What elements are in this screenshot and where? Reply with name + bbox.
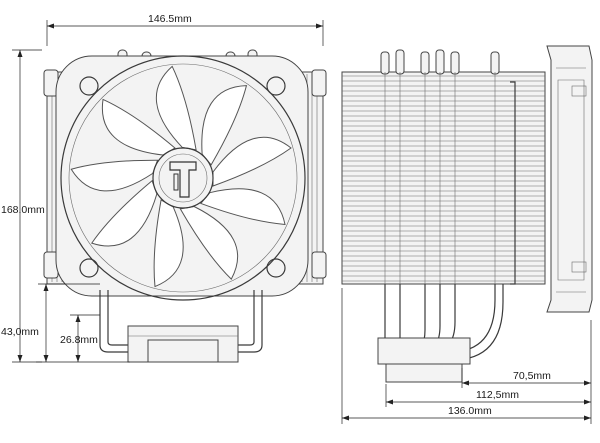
side-fin-stack	[341, 71, 546, 285]
fan-screw-br	[266, 258, 286, 278]
fan-blade	[212, 136, 292, 187]
base-height-label: 43,0mm	[1, 326, 39, 338]
fan-blade	[90, 179, 158, 247]
fan-screw-tr	[266, 76, 286, 96]
fan-clip-top-right	[311, 69, 327, 97]
dimension-lines	[12, 20, 592, 424]
side-heatpipe-tips	[380, 49, 500, 75]
side-view	[341, 45, 593, 383]
fan-clip-bottom-right	[311, 251, 327, 279]
fan-hub	[152, 147, 214, 209]
offset-2-label: 112,5mm	[476, 389, 519, 401]
fan-screw-tl	[79, 76, 99, 96]
fan-blade	[201, 85, 248, 166]
front-base-plate	[147, 339, 219, 363]
fan-shroud	[60, 55, 306, 301]
fan-blade	[153, 199, 184, 288]
front-view	[43, 49, 327, 363]
fan-blade	[179, 205, 239, 280]
fan-inner-ring	[68, 63, 298, 293]
fan-blades	[70, 65, 292, 288]
height-label: 168.0mm	[1, 204, 45, 216]
side-heatpipes	[384, 72, 496, 284]
width-label: 146.5mm	[148, 13, 192, 25]
brand-logo	[169, 161, 197, 198]
fan-blade	[101, 98, 176, 156]
base-inner-label: 26.8mm	[60, 334, 98, 346]
side-base-block	[377, 337, 471, 365]
fan-blade	[70, 159, 159, 192]
fan-screw-bl	[79, 258, 99, 278]
side-base-plate	[385, 363, 463, 383]
depth-label: 136.0mm	[448, 405, 492, 417]
side-fin-lines	[342, 75, 545, 282]
fan-blade	[199, 188, 286, 225]
front-base	[99, 290, 263, 363]
fan-blade	[155, 65, 197, 151]
fan-clip-wire	[510, 81, 516, 285]
offset-1-label: 70,5mm	[513, 370, 551, 382]
fan-hub-ring	[158, 153, 208, 203]
